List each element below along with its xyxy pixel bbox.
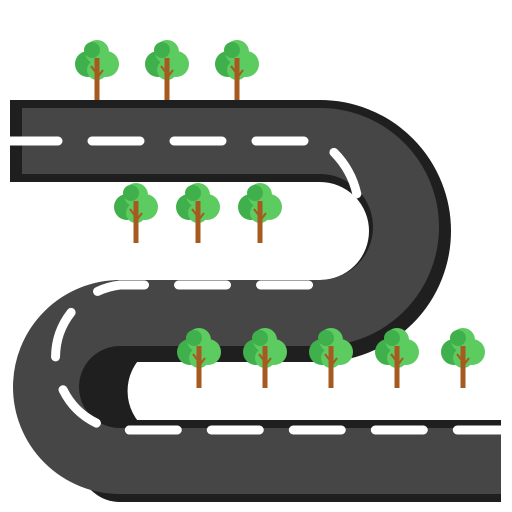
- tree-row-top: [75, 40, 259, 100]
- tree-trunk: [394, 346, 400, 388]
- tree-trunk: [257, 201, 263, 243]
- tree-icon: [177, 328, 221, 388]
- tree-branch: [390, 353, 404, 367]
- tree-trunk: [195, 201, 201, 243]
- tree-branch: [192, 353, 206, 367]
- tree-trunk: [234, 58, 240, 100]
- tree-icon: [238, 183, 282, 243]
- tree-row-bottom: [177, 328, 485, 388]
- tree-branch: [456, 353, 470, 367]
- lane-marking: [5, 136, 506, 435]
- tree-trunk: [196, 346, 202, 388]
- tree-trunk: [460, 346, 466, 388]
- road: [5, 100, 506, 502]
- tree-trunk: [133, 201, 139, 243]
- tree-icon: [309, 328, 353, 388]
- tree-icon: [176, 183, 220, 243]
- tree-icon: [75, 40, 119, 100]
- tree-icon: [114, 183, 158, 243]
- tree-branch: [160, 65, 174, 79]
- tree-icon: [243, 328, 287, 388]
- road-surface: [13, 108, 501, 494]
- tree-icon: [145, 40, 189, 100]
- tree-branch: [253, 208, 267, 222]
- tree-branch: [191, 208, 205, 222]
- tree-branch: [324, 353, 338, 367]
- tree-row-middle: [114, 183, 282, 243]
- tree-trunk: [328, 346, 334, 388]
- tree-icon: [375, 328, 419, 388]
- tree-foliage: [375, 328, 419, 368]
- tree-icon: [441, 328, 485, 388]
- tree-branch: [129, 208, 143, 222]
- tree-foliage: [309, 328, 353, 368]
- tree-foliage: [441, 328, 485, 368]
- tree-icon: [215, 40, 259, 100]
- tree-branch: [258, 353, 272, 367]
- tree-branch: [90, 65, 104, 79]
- tree-trunk: [262, 346, 268, 388]
- tree-foliage: [177, 328, 221, 368]
- tree-branch: [230, 65, 244, 79]
- tree-trunk: [94, 58, 100, 100]
- tree-trunk: [164, 58, 170, 100]
